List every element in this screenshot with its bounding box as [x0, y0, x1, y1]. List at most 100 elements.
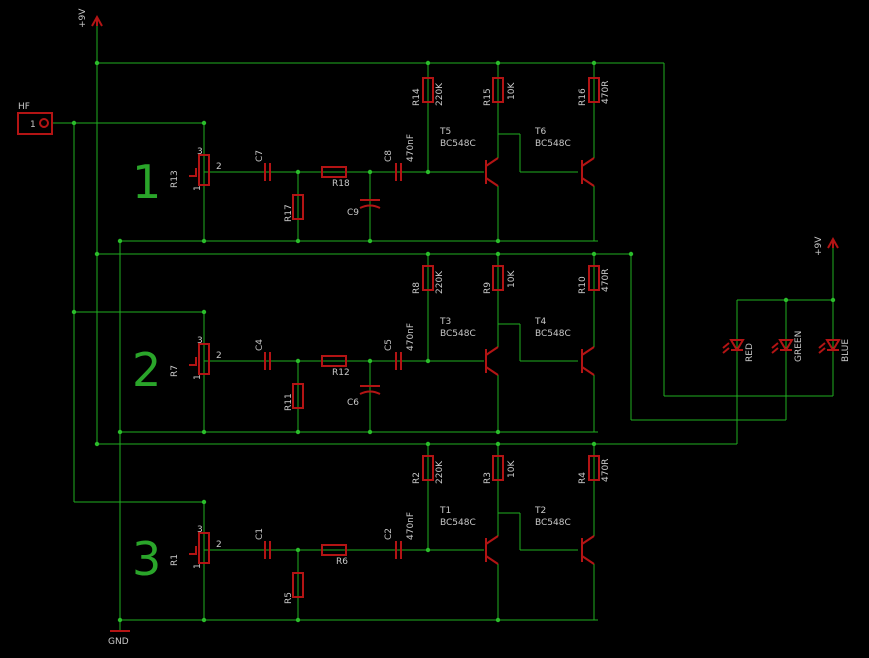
- junction-dot: [367, 169, 373, 175]
- svg-text:C6: C6: [347, 398, 359, 408]
- junction-dot: [94, 60, 100, 66]
- junction-dot: [495, 60, 501, 66]
- svg-text:470nF: 470nF: [406, 512, 416, 540]
- junction-dot: [591, 60, 597, 66]
- svg-text:220K: 220K: [435, 82, 445, 106]
- junction-dot: [94, 441, 100, 447]
- hf-connector: HF 1: [17, 102, 53, 135]
- svg-text:1: 1: [193, 185, 203, 191]
- svg-text:BC548C: BC548C: [440, 329, 476, 339]
- junction-dot: [201, 617, 207, 623]
- junction-dot: [94, 251, 100, 257]
- svg-text:3: 3: [197, 525, 203, 535]
- junction-dot: [367, 238, 373, 244]
- svg-text:470R: 470R: [601, 459, 611, 482]
- svg-text:10K: 10K: [507, 82, 517, 100]
- junction-dot: [495, 429, 501, 435]
- svg-text:2: 2: [216, 162, 222, 172]
- junction-dot: [295, 358, 301, 364]
- junction-dot: [425, 441, 431, 447]
- svg-text:R16: R16: [578, 88, 588, 106]
- ground-symbol: GND: [108, 630, 130, 647]
- junction-dot: [117, 429, 123, 435]
- svg-text:R14: R14: [412, 88, 422, 106]
- svg-text:1: 1: [193, 374, 203, 380]
- led-green: GREEN: [771, 331, 804, 362]
- svg-text:C1: C1: [255, 528, 265, 540]
- svg-text:R18: R18: [332, 179, 350, 189]
- junction-dot: [201, 238, 207, 244]
- junction-dot: [295, 429, 301, 435]
- power-symbol-left: +9V: [78, 8, 103, 28]
- channel-number-1: 1: [132, 155, 161, 209]
- svg-text:R10: R10: [578, 276, 588, 294]
- junction-dot: [591, 251, 597, 257]
- svg-text:R12: R12: [332, 368, 350, 378]
- junction-dot: [425, 169, 431, 175]
- stage-2: 2 R7 3 2 1 C4 R11 R12 C6 C5 470nF: [132, 254, 611, 432]
- junction-dot: [201, 499, 207, 505]
- stage-1: 1 R13 3 2 1 C7 R17 R18 C9: [132, 63, 611, 241]
- led-red: RED: [722, 339, 755, 362]
- svg-text:470R: 470R: [601, 269, 611, 292]
- svg-text:R7: R7: [170, 365, 180, 377]
- stage-3: 3 R1 3 2 1 C1 R5 R6 C2 470nF R2 220K: [132, 444, 611, 620]
- svg-text:R4: R4: [578, 472, 588, 484]
- junction-dot: [71, 309, 77, 315]
- led-green-label: GREEN: [794, 331, 804, 362]
- junction-dot: [71, 120, 77, 126]
- power-symbol-right: +9V: [814, 236, 839, 256]
- junction-dots: [71, 60, 836, 623]
- junction-dot: [425, 251, 431, 257]
- led-red-label: RED: [745, 343, 755, 362]
- svg-text:R17: R17: [284, 204, 294, 222]
- junction-dot: [783, 297, 789, 303]
- svg-text:C4: C4: [255, 339, 265, 351]
- svg-text:3: 3: [197, 336, 203, 346]
- svg-text:BC548C: BC548C: [535, 329, 571, 339]
- svg-text:10K: 10K: [507, 460, 517, 478]
- junction-dot: [367, 429, 373, 435]
- junction-dot: [425, 60, 431, 66]
- power-label-right: +9V: [814, 236, 824, 256]
- svg-text:470nF: 470nF: [406, 323, 416, 351]
- junction-dot: [830, 297, 836, 303]
- hf-pin-label: 1: [30, 120, 36, 130]
- junction-dot: [591, 441, 597, 447]
- svg-text:R11: R11: [284, 393, 294, 411]
- svg-text:2: 2: [216, 351, 222, 361]
- svg-text:R9: R9: [483, 282, 493, 294]
- svg-text:R8: R8: [412, 282, 422, 294]
- junction-dot: [628, 251, 634, 257]
- svg-text:C8: C8: [384, 150, 394, 162]
- junction-dot: [201, 429, 207, 435]
- junction-dot: [295, 617, 301, 623]
- svg-text:BC548C: BC548C: [535, 139, 571, 149]
- power-label-left: +9V: [78, 8, 88, 28]
- svg-text:470nF: 470nF: [406, 134, 416, 162]
- wires-global: [52, 26, 834, 630]
- svg-text:220K: 220K: [435, 460, 445, 484]
- svg-text:BC548C: BC548C: [440, 518, 476, 528]
- hf-label: HF: [18, 102, 30, 112]
- channel-number-3: 3: [132, 532, 161, 586]
- junction-dot: [495, 251, 501, 257]
- svg-text:C9: C9: [347, 208, 359, 218]
- svg-text:T5: T5: [439, 127, 451, 137]
- junction-dot: [495, 238, 501, 244]
- svg-text:470R: 470R: [601, 81, 611, 104]
- svg-text:T3: T3: [439, 317, 451, 327]
- svg-text:220K: 220K: [435, 270, 445, 294]
- svg-text:C5: C5: [384, 339, 394, 351]
- svg-text:C7: C7: [255, 150, 265, 162]
- junction-dot: [201, 309, 207, 315]
- svg-text:T4: T4: [534, 317, 546, 327]
- ground-label: GND: [108, 637, 129, 647]
- svg-text:C2: C2: [384, 528, 394, 540]
- stage-1-pot-label: R13: [170, 170, 180, 188]
- svg-text:T1: T1: [439, 506, 451, 516]
- svg-text:R5: R5: [284, 592, 294, 604]
- svg-text:BC548C: BC548C: [535, 518, 571, 528]
